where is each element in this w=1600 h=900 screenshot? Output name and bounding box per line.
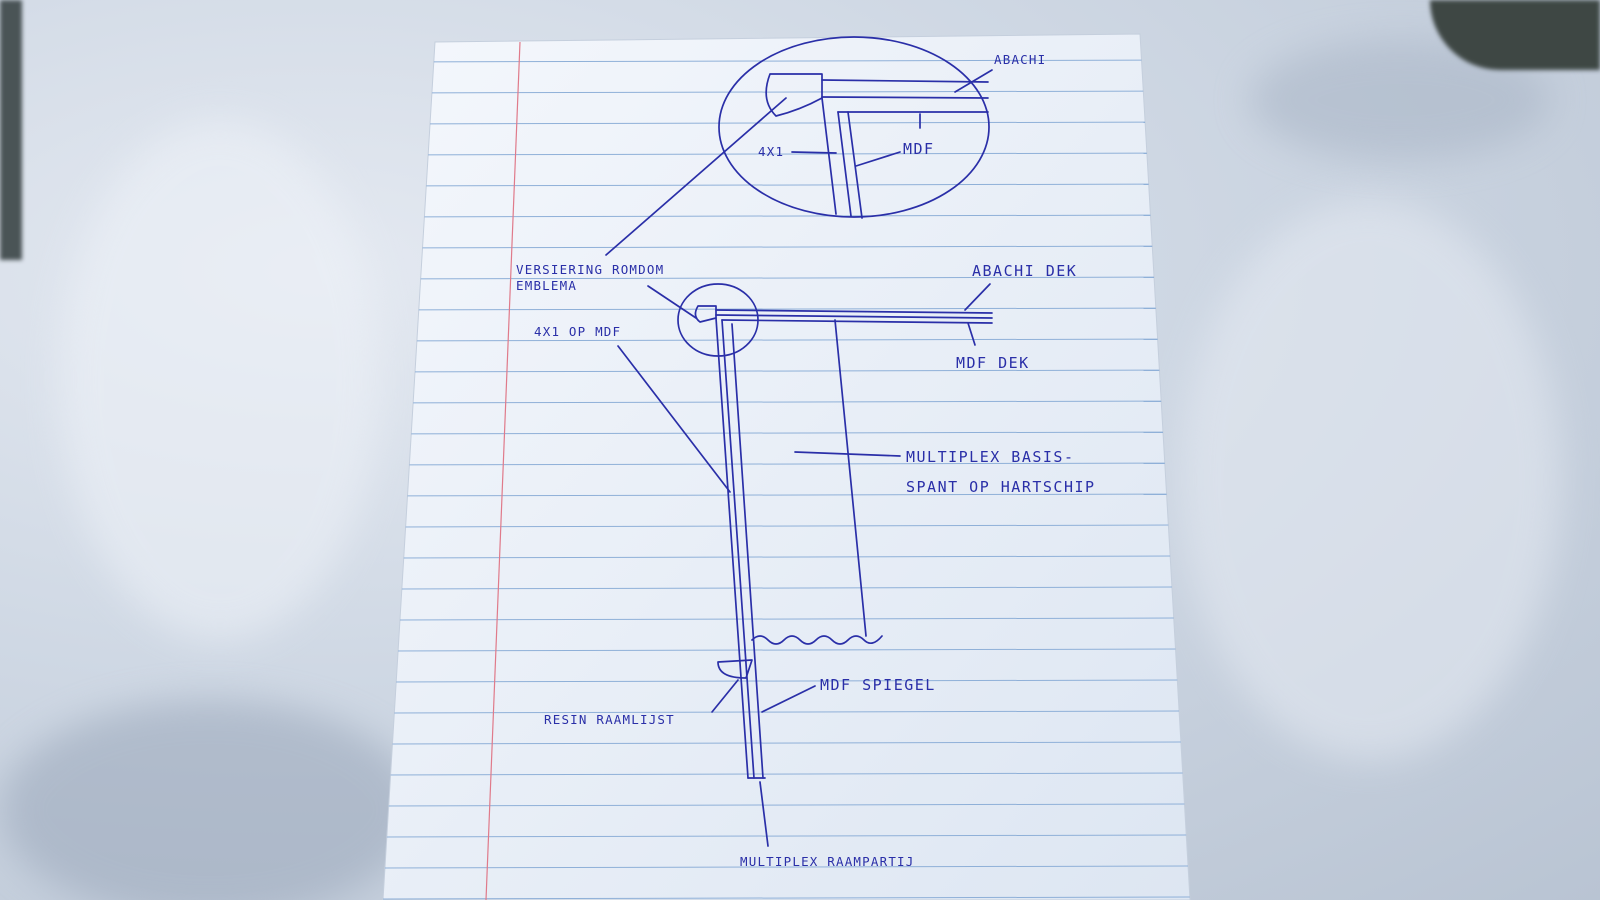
basis-spant-break — [751, 635, 883, 645]
ruled-line — [383, 307, 1190, 311]
ruled-line — [383, 648, 1190, 652]
ruled-line — [383, 555, 1190, 559]
label-resin-raamlijst: RESIN RAAMLIJST — [544, 712, 675, 727]
ruled-line — [383, 679, 1190, 683]
label-4x1: 4X1 — [758, 144, 784, 159]
frame-left-1 — [715, 317, 749, 779]
ruled-lines — [383, 59, 1190, 900]
ruled-line — [383, 338, 1190, 342]
label-mdf-dek: MDF DEK — [956, 354, 1030, 372]
ruled-line — [383, 493, 1190, 497]
leader-4x1-op-mdf — [617, 345, 731, 493]
label-multiplex-raampartij: MULTIPLEX RAAMPARTIJ — [740, 854, 915, 869]
dark-object-left-edge — [0, 0, 22, 260]
cloth-fold-light — [60, 120, 380, 640]
ruled-line — [383, 245, 1190, 249]
ruled-line — [383, 431, 1190, 435]
stile-line-3 — [847, 111, 863, 219]
label-abachi: ABACHI — [994, 52, 1046, 67]
ruled-line — [383, 276, 1190, 280]
leader-raampartij — [759, 781, 769, 847]
leader-abachi-dek — [964, 283, 991, 311]
ruled-line — [383, 617, 1190, 621]
ruled-line — [383, 741, 1190, 745]
ruled-line — [383, 803, 1190, 807]
label-multiplex-basis-line1: MULTIPLEX BASIS- — [906, 448, 1075, 466]
deck-line-top — [821, 79, 989, 83]
margin-line — [485, 41, 521, 900]
label-mdf-spiegel: MDF SPIEGEL — [820, 676, 936, 694]
stile-line-2 — [837, 111, 852, 217]
deck-bot — [721, 319, 993, 324]
detail-circle — [718, 36, 990, 218]
ruled-line — [383, 710, 1190, 714]
leader-multiplex-basis — [794, 451, 901, 457]
molding-profile — [765, 73, 823, 117]
leader-4x1 — [791, 151, 837, 154]
basis-spant-right — [834, 319, 867, 637]
ruled-line — [383, 121, 1190, 125]
leader-abachi — [954, 69, 993, 93]
ruled-line — [383, 834, 1190, 838]
ruled-line — [383, 865, 1190, 869]
ruled-line — [383, 90, 1190, 94]
leader-detail — [605, 97, 787, 256]
deck-top — [715, 309, 993, 314]
leader-resin — [711, 679, 739, 713]
ruled-line — [383, 524, 1190, 528]
ruled-line — [383, 772, 1190, 776]
ruled-line — [383, 896, 1190, 900]
ruled-line — [383, 369, 1190, 373]
ruled-line — [383, 462, 1190, 466]
label-4x1-op-mdf: 4X1 OP MDF — [534, 324, 621, 339]
ruled-line — [383, 586, 1190, 590]
deck-mid — [715, 314, 993, 319]
label-versiering-line2: EMBLEMA — [516, 278, 577, 293]
leader-mdf-spiegel — [761, 685, 816, 713]
stile-line-1 — [821, 97, 837, 215]
frame-left-3 — [731, 323, 764, 779]
leader-mdf — [855, 151, 901, 167]
cloth-fold-shadow — [0, 700, 420, 900]
frame-left-2 — [721, 319, 755, 779]
deck-line-mid — [821, 96, 989, 99]
leader-mdf-dek — [967, 322, 976, 346]
ruled-line — [383, 183, 1190, 187]
ruled-line — [383, 59, 1190, 63]
label-multiplex-basis-line2: SPANT OP HARTSCHIP — [906, 478, 1096, 496]
leader-versiering — [647, 285, 697, 319]
notebook-paper — [382, 33, 1191, 900]
detail-circle-group: ABACHI 4X1 MDF — [605, 36, 1046, 256]
label-versiering-line1: VERSIERING ROMDOM — [516, 262, 664, 277]
resin-molding — [717, 659, 753, 679]
ruled-line — [383, 400, 1190, 404]
main-section-group: VERSIERING ROMDOM EMBLEMA ABACHI DEK 4X1… — [516, 262, 1096, 869]
cloth-fold-light — [1180, 200, 1560, 760]
label-abachi-dek: ABACHI DEK — [972, 262, 1077, 280]
label-mdf: MDF — [903, 140, 935, 158]
ruled-line — [383, 214, 1190, 218]
